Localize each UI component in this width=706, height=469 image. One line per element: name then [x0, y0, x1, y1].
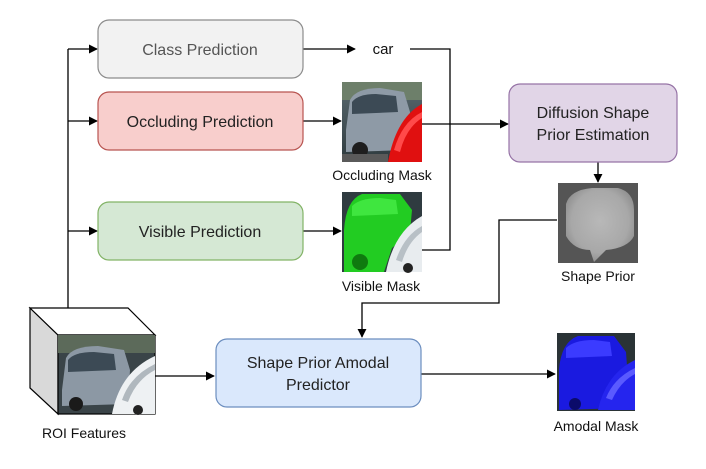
edge-car-merge — [410, 48, 451, 251]
amodal-label-line2: Predictor — [286, 377, 351, 394]
roi-features-cube — [28, 306, 157, 416]
amodal-predictor-box: Shape Prior Amodal Predictor — [215, 338, 422, 408]
occluding-prediction-box: Occluding Prediction — [97, 91, 304, 151]
diffusion-label-line1: Diffusion Shape — [537, 105, 650, 122]
shape-prior-caption: Shape Prior — [561, 268, 635, 284]
visible-mask-caption: Visible Mask — [342, 278, 421, 294]
visible-prediction-box: Visible Prediction — [97, 201, 304, 261]
shape-prior-image — [558, 183, 638, 263]
amodal-mask-image — [557, 333, 635, 411]
diffusion-label-line2: Prior Estimation — [537, 127, 650, 144]
visible-prediction-label: Visible Prediction — [139, 224, 261, 241]
roi-features-caption: ROI Features — [42, 425, 126, 441]
visible-mask-image — [342, 192, 422, 273]
occluding-mask-image — [342, 82, 422, 162]
amodal-label-line1: Shape Prior Amodal — [247, 355, 389, 372]
edge-prior-to-amodal — [357, 219, 557, 338]
class-prediction-box: Class Prediction — [97, 19, 304, 79]
car-class-label: car — [373, 41, 394, 58]
occluding-mask-caption: Occluding Mask — [332, 167, 433, 183]
diffusion-shape-prior-box: Diffusion Shape Prior Estimation — [508, 83, 678, 163]
occluding-prediction-label: Occluding Prediction — [127, 114, 274, 131]
amodal-mask-caption: Amodal Mask — [554, 418, 640, 434]
class-prediction-label: Class Prediction — [142, 42, 258, 59]
